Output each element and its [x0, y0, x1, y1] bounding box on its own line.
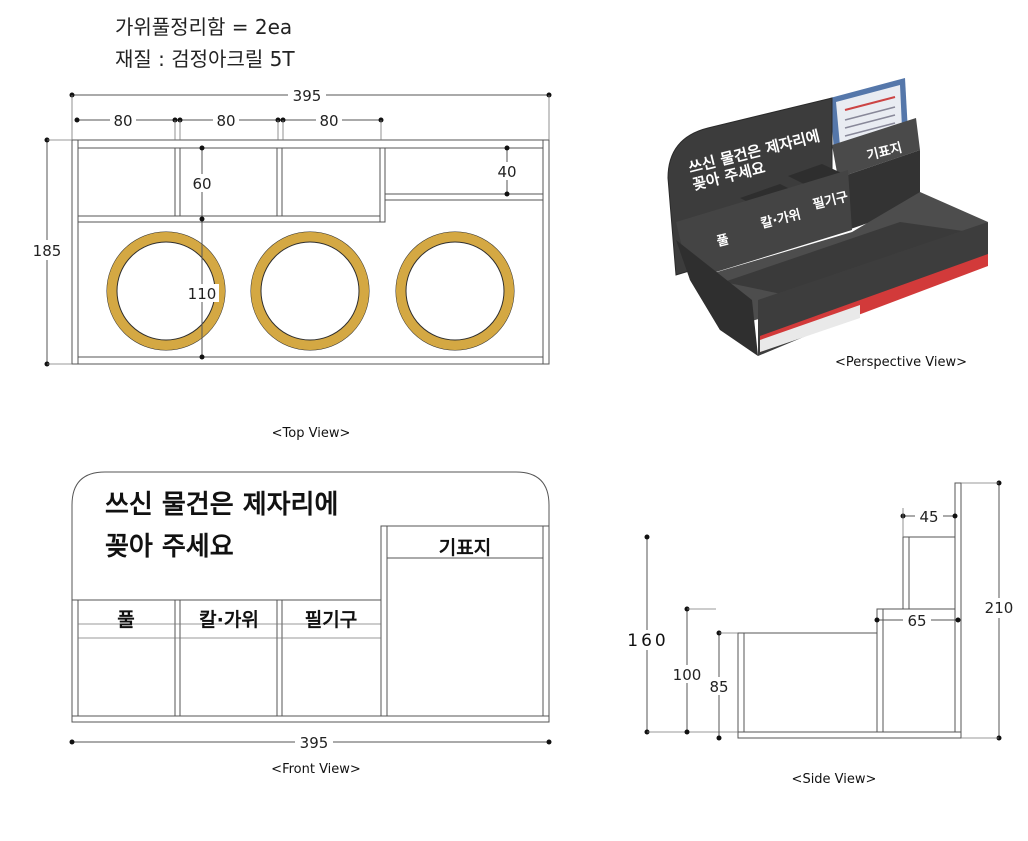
caption-front-view: <Front View>	[271, 762, 361, 777]
dim-label-slot-1: 80	[113, 112, 132, 130]
dim-label-185: 185	[33, 242, 62, 260]
ring-inner-2	[260, 241, 360, 341]
perspective-view: 쓰신 물건은 제자리에 꽂아 주세요 풀 칼·가위 필기구 기표지 <Persp…	[667, 78, 988, 370]
perspective-left-face	[676, 240, 758, 356]
perspective-right-top	[832, 118, 920, 178]
caption-top-view: <Top View>	[272, 426, 351, 441]
top-view-shelf	[77, 215, 386, 223]
front-view: 쓰신 물건은 제자리에 꽂아 주세요 풀 칼·가위 필기구 기표지 395 <F…	[69, 471, 552, 777]
caption-perspective-view: <Perspective View>	[835, 355, 967, 370]
top-view-right-shelf	[384, 193, 544, 201]
dim-label-100: 100	[673, 666, 702, 684]
perspective-label-1: 풀	[715, 232, 730, 249]
front-label-2: 칼·가위	[199, 609, 259, 631]
side-view-back-wall	[954, 482, 962, 739]
top-view-divider-2	[276, 147, 283, 217]
front-label-3: 필기구	[305, 609, 357, 631]
top-view-back-wall	[71, 139, 550, 149]
front-slogan-1: 쓰신 물건은 제자리에	[105, 490, 338, 520]
dim-label-65: 65	[907, 612, 926, 630]
dim-label-85: 85	[709, 678, 728, 696]
top-view-divider-3	[379, 147, 386, 223]
dim-label-slot-3: 80	[319, 112, 338, 130]
dim-label-210: 210	[985, 599, 1014, 617]
dim-label-45: 45	[919, 508, 938, 526]
dim-label-110: 110	[188, 285, 217, 303]
ring-inner-3	[405, 241, 505, 341]
top-view-divider-1	[174, 147, 181, 217]
front-label-4: 기표지	[439, 537, 491, 559]
ring-2	[251, 232, 369, 350]
side-view-base	[737, 731, 962, 739]
side-view-middle-tier	[876, 608, 956, 733]
front-view-label-box	[386, 525, 544, 559]
side-view-front-tray	[737, 632, 878, 733]
dim-label-160: 160	[627, 631, 668, 651]
front-view-front-tier	[71, 599, 382, 723]
title-material: 재질 : 검정아크릴 5T	[115, 47, 295, 71]
dim-label-395-front: 395	[300, 734, 329, 752]
top-view-front-wall	[71, 356, 550, 365]
side-view: 45 65 210 160 100 85 <Side View>	[625, 480, 1016, 787]
dim-label-40: 40	[497, 163, 516, 181]
ring-3	[396, 232, 514, 350]
caption-side-view: <Side View>	[792, 772, 877, 787]
top-view-right-wall	[542, 139, 550, 365]
front-label-1: 풀	[117, 609, 134, 631]
dim-label-60: 60	[192, 175, 211, 193]
front-slogan-2: 꽂아 주세요	[105, 532, 234, 562]
dim-label-slot-2: 80	[216, 112, 235, 130]
perspective-middle-tier	[676, 170, 852, 280]
top-view-left-wall	[71, 139, 79, 365]
dim-label-395-top: 395	[293, 87, 322, 105]
title-quantity: 가위풀정리함 = 2ea	[115, 15, 292, 39]
top-view: 395 80 80 80 185 60	[28, 86, 552, 441]
ring-1	[107, 232, 225, 350]
